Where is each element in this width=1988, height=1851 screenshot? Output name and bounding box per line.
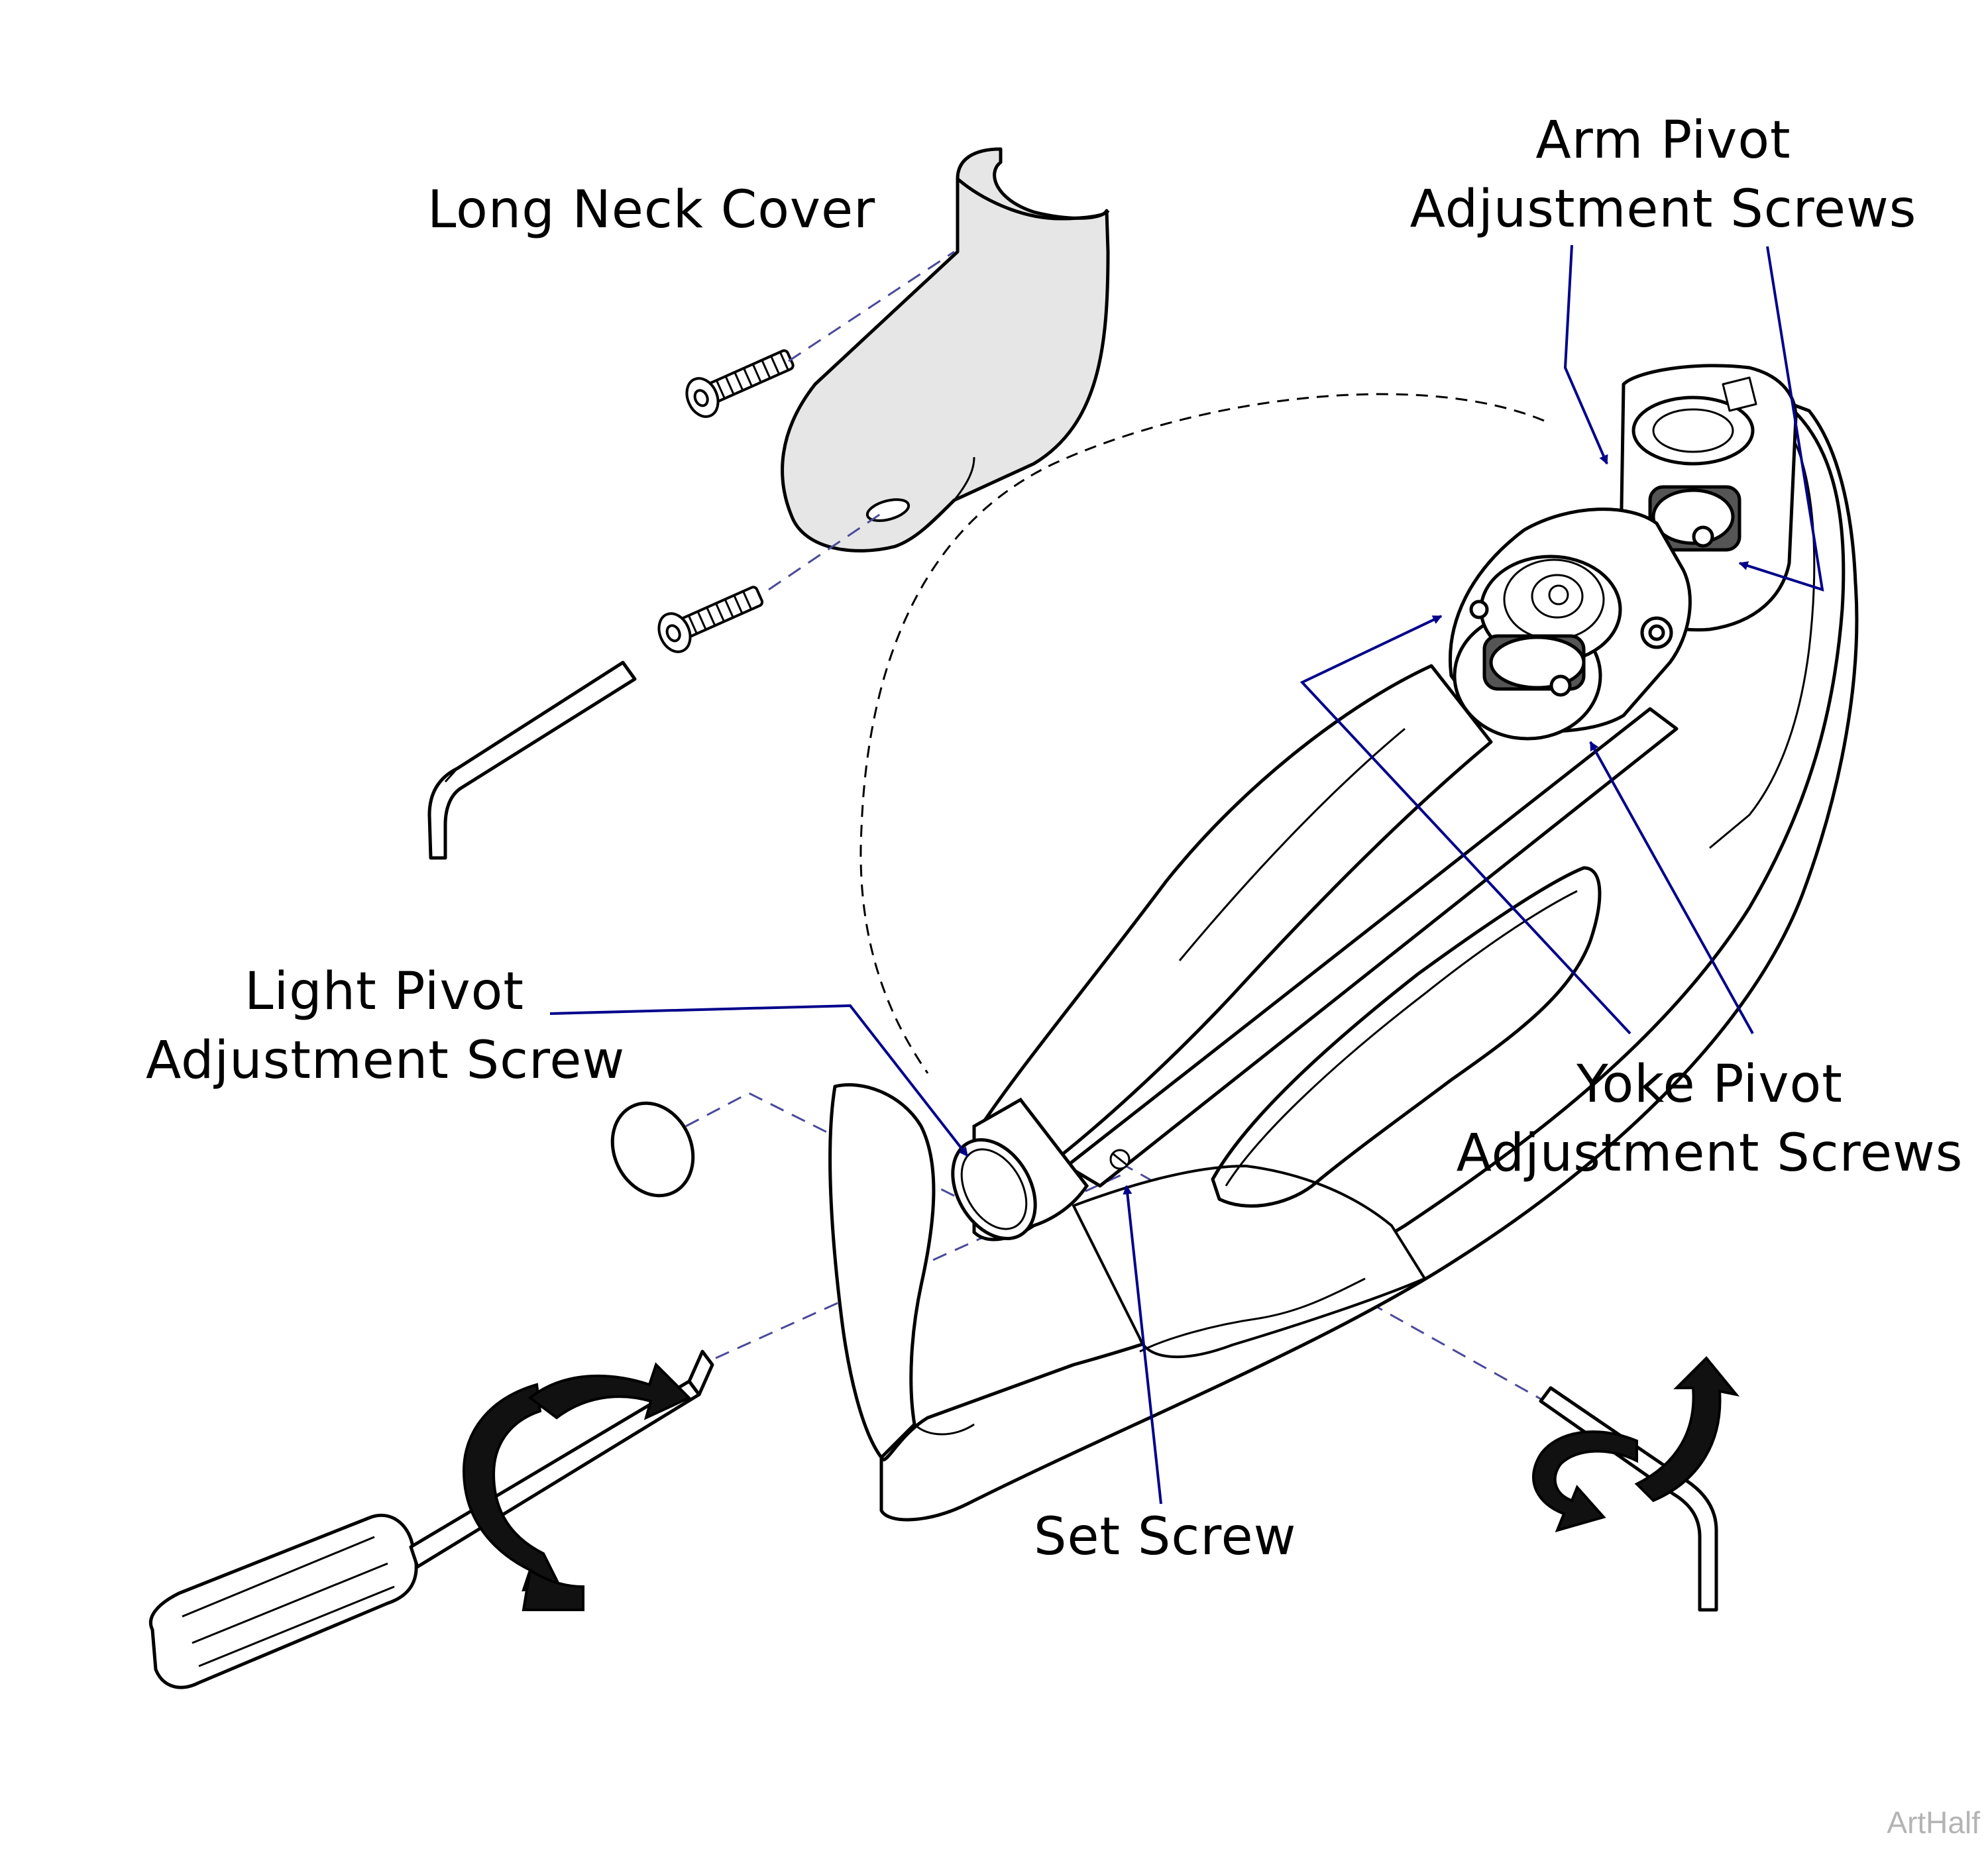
arm-pivot-label-line1: Arm Pivot	[1535, 111, 1791, 170]
hex-key-lower	[1539, 1386, 1718, 1612]
cover-screw-lower	[657, 586, 764, 653]
swing-arc	[859, 393, 1545, 1074]
cover-disc	[610, 1101, 695, 1198]
leader-lines	[549, 244, 1824, 1505]
rotation-arrow-right	[1532, 1356, 1740, 1533]
set-screw-label: Set Screw	[1034, 1507, 1297, 1567]
screwdriver	[148, 1349, 714, 1689]
arm-pivot-label: Arm Pivot Adjustment Screws	[1405, 106, 1922, 244]
long-neck-cover-label: Long Neck Cover	[427, 180, 876, 240]
arm-pivot-label-line2: Adjustment Screws	[1409, 180, 1917, 239]
yoke-pivot-label: Yoke Pivot Adjustment Screws	[1451, 1050, 1968, 1188]
light-pivot-tube	[951, 1097, 1089, 1242]
light-pivot-label-line2: Adjustment Screw	[146, 1031, 626, 1090]
light-pivot-label-line1: Light Pivot	[245, 962, 524, 1022]
yoke-pivot-label-line1: Yoke Pivot	[1576, 1055, 1843, 1114]
light-pivot-label: Light Pivot Adjustment Screw	[146, 957, 626, 1095]
cover-screw-upper	[685, 349, 795, 418]
hex-key-upper	[427, 661, 637, 860]
rotation-arrow-left	[462, 1362, 692, 1611]
yoke-pivot-label-line2: Adjustment Screws	[1456, 1124, 1963, 1183]
yoke-arm-body	[828, 399, 1859, 1522]
set-screw-part	[1109, 1149, 1131, 1170]
watermark-text: ArtHalf	[1887, 1805, 1980, 1840]
yoke-pivot-assembly	[1449, 507, 1692, 741]
